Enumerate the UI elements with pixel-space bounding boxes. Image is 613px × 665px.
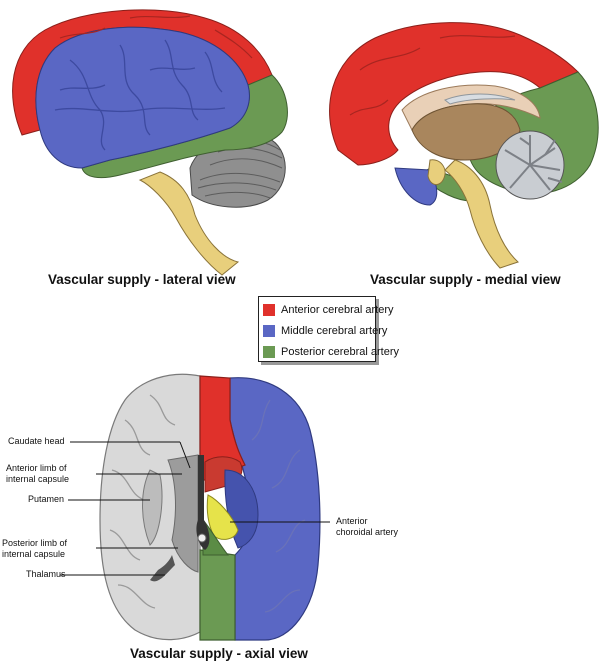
label-posterior-limb: Posterior limb of internal capsule <box>2 538 67 559</box>
label-putamen: Putamen <box>28 494 65 504</box>
medial-pituitary <box>427 159 446 185</box>
legend-item-middle: Middle cerebral artery <box>263 320 387 341</box>
axial-view-caption: Vascular supply - axial view <box>130 646 308 661</box>
label-posterior-limb-line2: internal capsule <box>2 548 66 559</box>
lateral-aca-sulci <box>59 15 253 59</box>
label-anterior-limb: Anterior limb of internal capsule <box>6 463 69 484</box>
label-anterior-limb-line2: internal capsule <box>6 473 70 484</box>
medial-thalamus <box>411 103 521 161</box>
legend-swatch-anterior <box>263 303 275 316</box>
lateral-gyri <box>54 39 226 151</box>
legend-label-anterior: Anterior cerebral artery <box>281 303 394 316</box>
label-anterior-limb-line1: Anterior limb of <box>6 463 67 473</box>
medial-brainstem <box>444 159 519 269</box>
lateral-view-caption: Vascular supply - lateral view <box>48 272 236 287</box>
legend-swatch-posterior <box>263 345 275 358</box>
label-thalamus: Thalamus <box>26 569 66 579</box>
medial-view-diagram <box>329 22 599 269</box>
lateral-mca-territory <box>35 26 250 169</box>
axial-anterior-choroidal-territory <box>206 494 239 540</box>
legend-label-posterior: Posterior cerebral artery <box>281 345 399 358</box>
axial-leader-lines <box>60 441 330 576</box>
legend-label-middle: Middle cerebral artery <box>281 324 388 337</box>
label-anterior-choroidal: Anterior choroidal artery <box>336 516 398 537</box>
lateral-view-diagram <box>12 9 288 276</box>
axial-left-capsule <box>167 454 199 573</box>
legend-item-anterior: Anterior cerebral artery <box>263 299 394 320</box>
axial-pineal <box>197 533 207 543</box>
lateral-brainstem <box>138 171 240 276</box>
medial-arbor-vitae <box>504 135 563 191</box>
label-posterior-limb-line1: Posterior limb of <box>2 538 68 548</box>
medial-view-caption: Vascular supply - medial view <box>370 272 561 287</box>
axial-left-putamen <box>142 469 163 546</box>
axial-right-green <box>199 549 236 641</box>
label-anterior-choroidal-line1: Anterior <box>336 516 368 526</box>
legend-swatch-middle <box>263 324 275 337</box>
axial-view-diagram <box>60 373 330 641</box>
legend: Anterior cerebral artery Middle cerebral… <box>258 296 399 362</box>
legend-item-posterior: Posterior cerebral artery <box>263 341 399 362</box>
axial-midline-ventricles <box>196 455 210 550</box>
axial-left-gyri <box>109 394 176 609</box>
medial-aca-sulci <box>349 35 516 116</box>
medial-ventricle <box>444 93 516 105</box>
label-anterior-choroidal-line2: choroidal artery <box>336 526 399 537</box>
label-caudate-head: Caudate head <box>8 436 65 446</box>
